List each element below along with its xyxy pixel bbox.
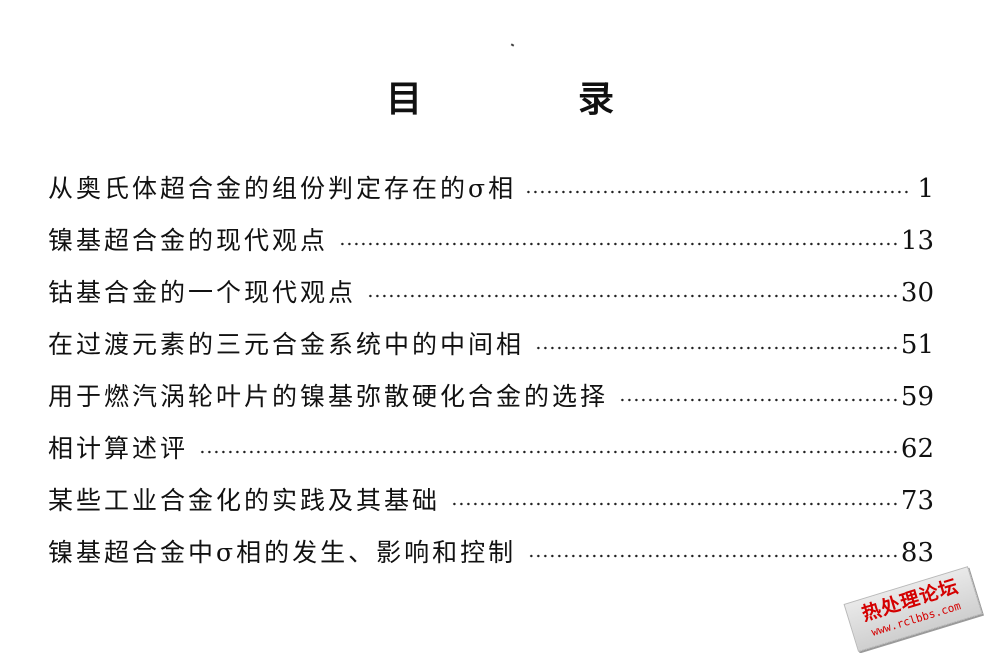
toc-entry[interactable]: 钴基合金的一个现代观点 30 xyxy=(48,267,934,319)
toc-leader-dots xyxy=(366,294,899,298)
scan-speck xyxy=(510,43,515,47)
toc-entry[interactable]: 在过渡元素的三元合金系统中的中间相 51 xyxy=(48,319,934,371)
toc-leader-dots xyxy=(338,242,899,246)
toc-entry[interactable]: 镍基超合金中σ相的发生、影响和控制 83 xyxy=(48,527,934,579)
toc-leader-dots xyxy=(450,502,899,506)
toc-entry-page: 51 xyxy=(900,330,934,360)
toc-leader-dots xyxy=(526,554,899,558)
toc-entry-page: 73 xyxy=(900,486,934,516)
toc-entry-title: 用于燃汽涡轮叶片的镍基弥散硬化合金的选择 xyxy=(48,382,609,411)
toc-entry-title: 镍基超合金的现代观点 xyxy=(48,226,329,255)
toc-entry[interactable]: 相计算述评 62 xyxy=(48,423,934,475)
toc-entry-page: 13 xyxy=(900,226,934,256)
toc-entry-title: 某些工业合金化的实践及其基础 xyxy=(48,486,441,515)
toc-entry-title: 相计算述评 xyxy=(48,434,189,463)
toc-entry[interactable]: 从奥氏体超合金的组份判定存在的σ相 1 xyxy=(48,163,934,215)
toc-entry-title: 钴基合金的一个现代观点 xyxy=(48,278,357,307)
toc-leader-dots xyxy=(534,346,899,350)
toc-entry-page: 30 xyxy=(900,278,934,308)
toc-entry[interactable]: 某些工业合金化的实践及其基础 73 xyxy=(48,475,934,527)
toc-entry-page: 59 xyxy=(900,382,934,412)
title-char-2: 录 xyxy=(577,78,614,120)
page-title: 目 录 xyxy=(380,74,620,124)
title-char-1: 目 xyxy=(386,78,423,120)
toc-entry-title: 从奥氏体超合金的组份判定存在的σ相 xyxy=(48,174,517,203)
table-of-contents: 从奥氏体超合金的组份判定存在的σ相 1 镍基超合金的现代观点 13 钴基合金的一… xyxy=(48,163,934,579)
toc-entry-page: 62 xyxy=(900,434,934,464)
toc-entry-page: 83 xyxy=(900,538,934,568)
toc-entry-page: 1 xyxy=(917,174,934,204)
toc-leader-dots xyxy=(198,450,899,454)
toc-entry[interactable]: 镍基超合金的现代观点 13 xyxy=(48,215,934,267)
toc-entry[interactable]: 用于燃汽涡轮叶片的镍基弥散硬化合金的选择 59 xyxy=(48,371,934,423)
toc-entry-title: 在过渡元素的三元合金系统中的中间相 xyxy=(48,330,525,359)
toc-leader-dots xyxy=(618,398,899,402)
toc-leader-dots xyxy=(526,190,910,194)
toc-entry-title: 镍基超合金中σ相的发生、影响和控制 xyxy=(48,538,517,567)
